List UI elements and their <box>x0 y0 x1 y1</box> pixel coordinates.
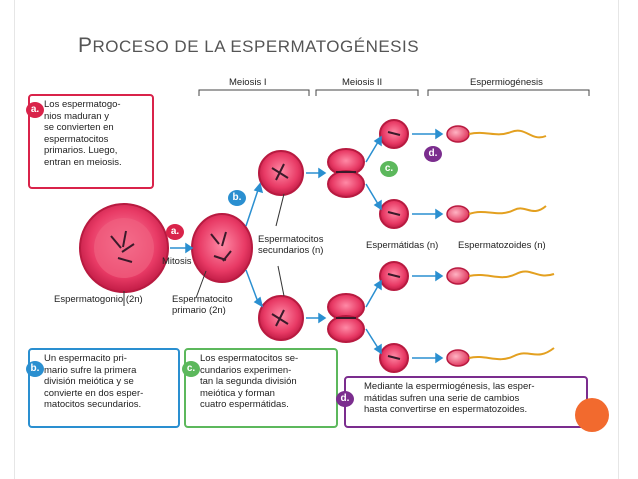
bracket-spermiogenesis <box>427 89 590 96</box>
tag-d-box: d. <box>336 391 354 407</box>
step-c-box: Los espermatocitos se- cundarios experim… <box>184 348 338 428</box>
bracket-meiosis2 <box>315 89 419 96</box>
dividing-cell-top <box>327 148 365 198</box>
primary-spermatocyte-cell <box>191 213 253 283</box>
sperm-cells <box>446 125 555 367</box>
phase-meiosis1: Meiosis I <box>229 77 267 88</box>
decorative-orange-circle <box>575 398 609 432</box>
spermatogonium-nucleus <box>94 218 154 278</box>
bracket-meiosis1 <box>198 89 310 96</box>
spermatogenesis-diagram: Los espermatogo- nios maduran y se convi… <box>26 77 601 438</box>
step-b-box: Un espermacito pri- mario sufre la prime… <box>28 348 180 428</box>
label-mitosis: Mitosis <box>162 256 192 267</box>
step-c-text: Los espermatocitos se- cundarios experim… <box>200 353 299 410</box>
step-a-text: Los espermatogo- nios maduran y se convi… <box>44 99 122 168</box>
spermatogonium-chromosomes <box>110 230 135 263</box>
tag-b-arrow: b. <box>228 190 246 206</box>
tag-a-box: a. <box>26 102 44 118</box>
phase-spermiogenesis: Espermiogénesis <box>470 77 543 88</box>
phase-meiosis2: Meiosis II <box>342 77 383 88</box>
tag-a-arrow: a. <box>166 224 184 240</box>
process-arrows <box>170 128 444 364</box>
label-primary-spermatocyte: Espermatocito primario (2n) <box>172 294 233 316</box>
step-a-box: Los espermatogo- nios maduran y se convi… <box>28 94 154 189</box>
spermatids <box>379 119 409 373</box>
tag-c-box: c. <box>182 361 200 377</box>
slide-title: Proceso de la espermatogénesis <box>78 34 420 57</box>
label-spermatids: Espermátidas (n) <box>366 240 439 251</box>
tag-c-arrow: c. <box>380 161 398 177</box>
tag-d-arrow: d. <box>424 146 442 162</box>
right-rule <box>618 0 619 479</box>
step-d-box: Mediante la espermiogénesis, las esper- … <box>344 376 588 428</box>
tag-b-box: b. <box>26 361 44 377</box>
dividing-cell-bottom <box>327 293 365 343</box>
step-d-text: Mediante la espermiogénesis, las esper- … <box>364 381 535 415</box>
primary-chromosomes <box>210 231 232 262</box>
label-spermatogonium: Espermatogonio (2n) <box>54 294 143 305</box>
step-b-text: Un espermacito pri- mario sufre la prime… <box>44 353 144 410</box>
left-rule <box>14 0 15 479</box>
diagram-graphics <box>79 89 590 373</box>
label-secondary-spermatocytes: Espermatocitos secundarios (n) <box>258 234 324 256</box>
label-spermatozoa: Espermatozoides (n) <box>458 240 546 251</box>
leader-lines <box>123 193 285 306</box>
